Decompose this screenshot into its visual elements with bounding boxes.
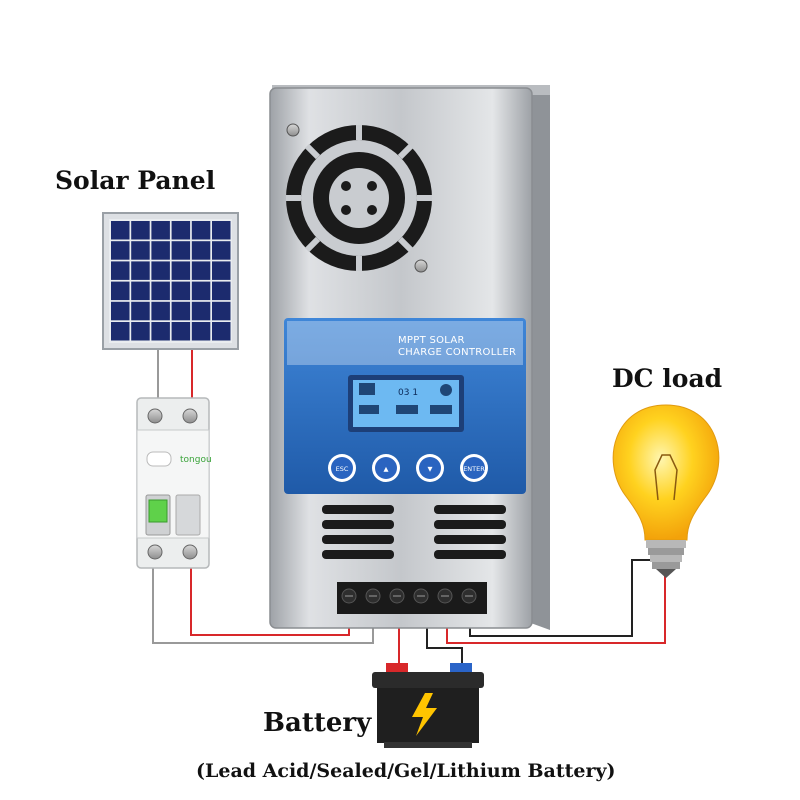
svg-text:ESC: ESC: [336, 465, 349, 473]
solar-cell: [131, 261, 150, 280]
solar-cell: [151, 221, 170, 240]
svg-text:▲: ▲: [384, 465, 389, 473]
battery-label: Battery: [263, 708, 372, 738]
controller-button: ▲: [372, 454, 400, 482]
solar-panel: [102, 212, 239, 350]
solar-cell: [111, 301, 130, 321]
breaker-brand: tongou: [180, 455, 212, 465]
solar-cell: [151, 301, 170, 321]
controller-button: ▼: [416, 454, 444, 482]
solar-cell: [131, 241, 150, 260]
vents: [322, 505, 506, 559]
solar-cell: [191, 241, 211, 260]
solar-cell: [111, 261, 130, 280]
solar-cell: [111, 221, 130, 240]
solar-cell: [111, 241, 130, 260]
battery-neg-wire: [426, 612, 463, 668]
solar-cells: [111, 221, 231, 341]
solar-cell: [131, 221, 150, 240]
light-bulb: [612, 404, 720, 578]
controller-title-2: CHARGE CONTROLLER: [398, 347, 516, 358]
solar-cell: [131, 281, 150, 301]
solar-cell: [111, 281, 130, 301]
controller-button: ENTER: [460, 454, 488, 482]
lcd-readout: 03 1: [398, 388, 418, 398]
solar-cell: [151, 281, 170, 301]
svg-text:▼: ▼: [428, 465, 433, 473]
solar-cell: [171, 261, 191, 280]
solar-panel-label: Solar Panel: [55, 166, 216, 195]
solar-cell: [191, 281, 211, 301]
battery: [372, 663, 484, 748]
lightning-icon: [412, 693, 437, 736]
solar-cell: [151, 261, 170, 280]
dc-load-label: DC load: [612, 364, 723, 393]
solar-cell: [171, 301, 191, 321]
circuit-breaker: tongou: [136, 397, 212, 569]
solar-cell: [191, 221, 211, 240]
controller-title-1: MPPT SOLAR: [398, 335, 465, 346]
svg-text:ENTER: ENTER: [463, 465, 485, 473]
controller-button: ESC: [328, 454, 356, 482]
solar-cell: [191, 261, 211, 280]
solar-cell: [191, 322, 211, 341]
charge-controller: MPPT SOLAR CHARGE CONTROLLER 03 1 ESC▲▼E…: [269, 85, 550, 630]
solar-cell: [212, 322, 231, 341]
fan-grille: [286, 125, 432, 271]
solar-cell: [111, 322, 130, 341]
solar-cell: [151, 322, 170, 341]
solar-cell: [212, 221, 231, 240]
terminal-block: [337, 582, 487, 614]
solar-cell: [212, 241, 231, 260]
solar-cell: [131, 322, 150, 341]
solar-cell: [131, 301, 150, 321]
control-buttons: ESC ▲ ▼ ENTER: [328, 454, 488, 482]
battery-types-label: (Lead Acid/Sealed/Gel/Lithium Battery): [196, 760, 616, 782]
solar-cell: [191, 301, 211, 321]
solar-cell: [171, 241, 191, 260]
solar-cell: [212, 261, 231, 280]
solar-cell: [151, 241, 170, 260]
solar-cell: [212, 281, 231, 301]
solar-cell: [171, 281, 191, 301]
solar-cell: [171, 322, 191, 341]
solar-cell: [171, 221, 191, 240]
solar-cell: [212, 301, 231, 321]
